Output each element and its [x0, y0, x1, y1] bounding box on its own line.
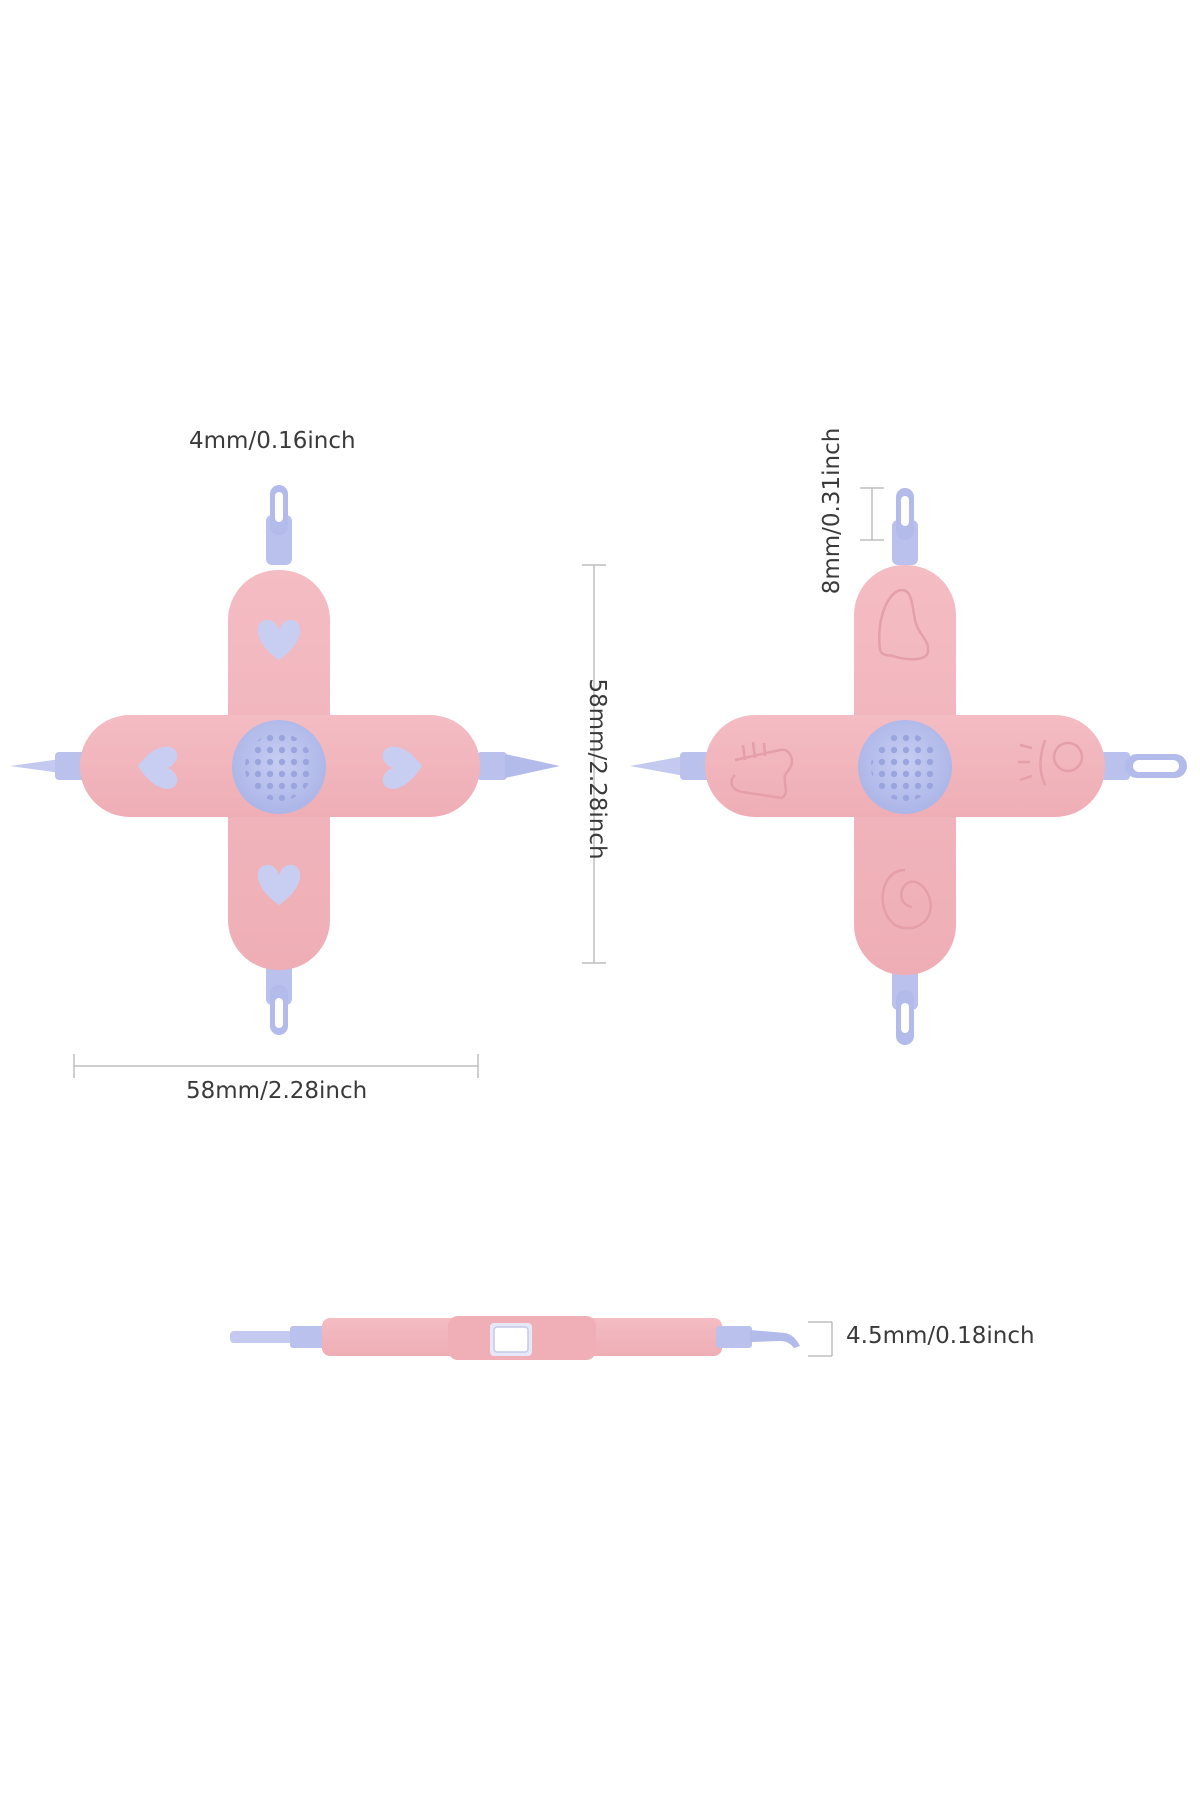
back-view [630, 487, 1187, 1045]
dimension-line-thickness [808, 1321, 833, 1357]
dimension-line-loop-length [860, 487, 884, 541]
silicone-brush-center [858, 720, 952, 814]
dimension-line-overall-width [73, 1054, 479, 1078]
nose-icon [878, 588, 930, 661]
heart-icon [257, 619, 301, 660]
overall-height-label: 58mm/2.28inch [584, 678, 610, 860]
tip-width-label: 4mm/0.16inch [189, 428, 356, 454]
top-loop-handle [266, 485, 292, 565]
front-view [10, 485, 606, 1078]
dimension-line-overall-height [582, 564, 606, 964]
hand-icon [730, 741, 794, 800]
heart-icon [138, 746, 178, 789]
silicone-brush-center [232, 720, 326, 814]
overall-width-label: 58mm/2.28inch [186, 1078, 368, 1104]
thickness-label: 4.5mm/0.18inch [846, 1323, 1035, 1349]
right-scoop-tip [1100, 752, 1187, 780]
loop-length-label: 8mm/0.31inch [819, 427, 845, 595]
right-tip [477, 752, 560, 780]
baby-face-icon [1018, 739, 1084, 786]
heart-icon [382, 746, 422, 789]
left-tip [630, 752, 710, 780]
side-view [230, 1316, 833, 1360]
heart-icon [257, 864, 301, 905]
top-loop-handle [892, 488, 918, 565]
ear-icon [881, 868, 933, 930]
